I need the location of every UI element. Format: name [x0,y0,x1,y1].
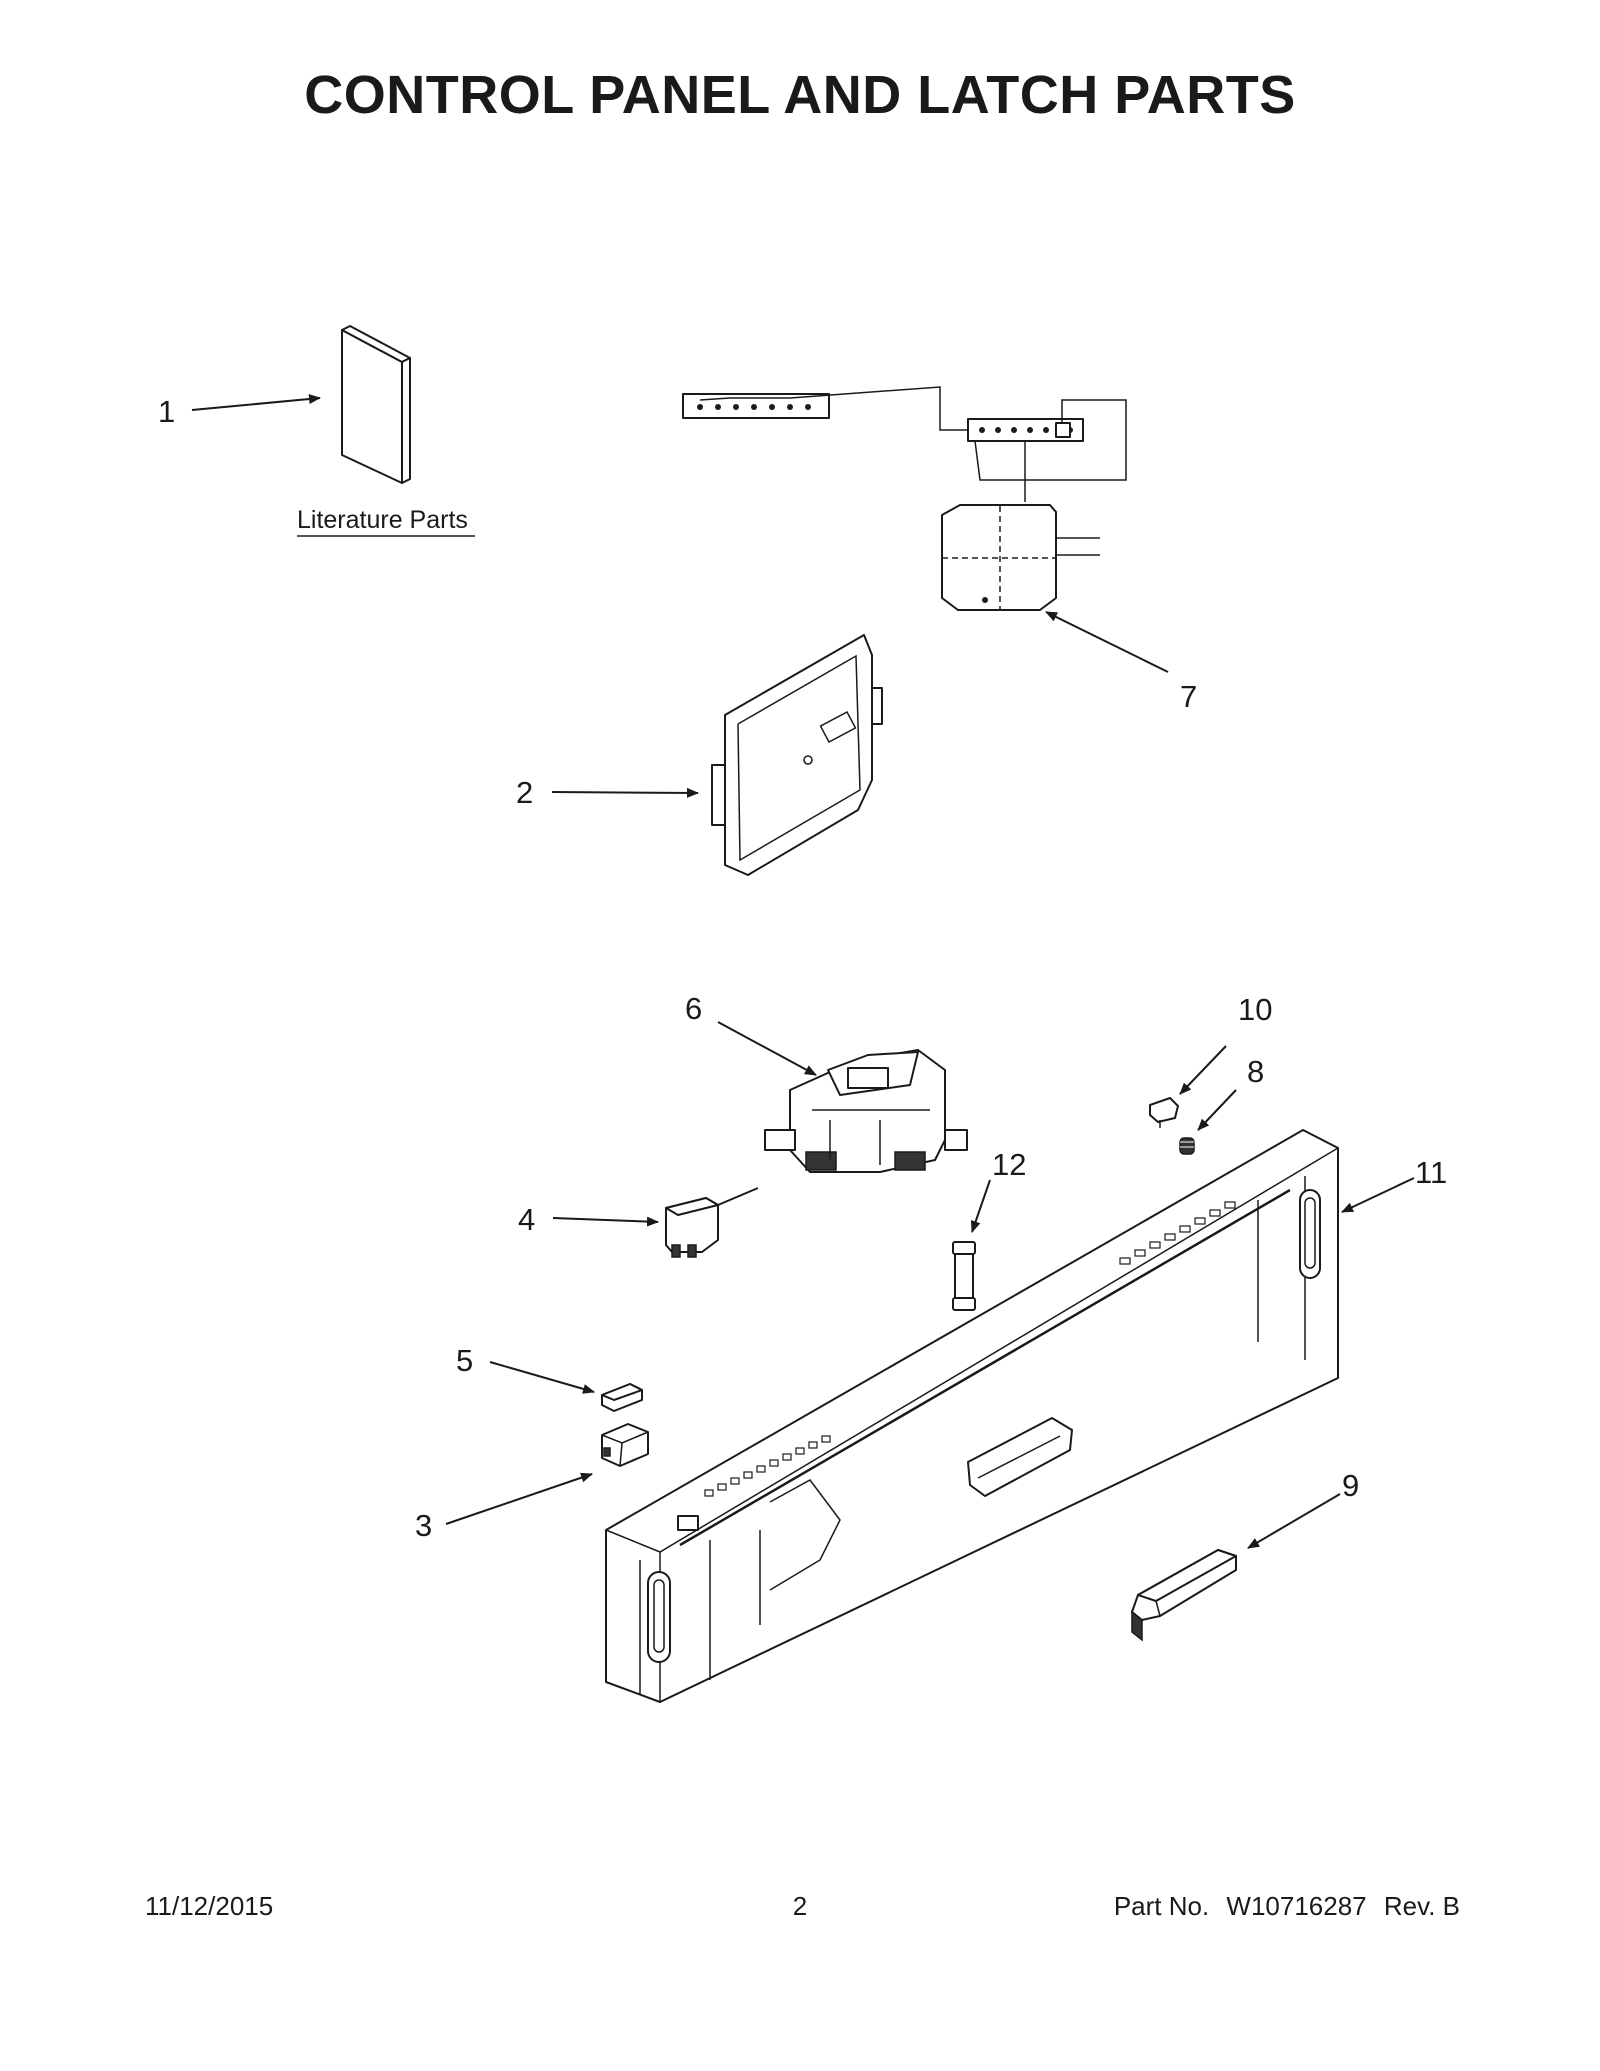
door-handle[interactable] [1131,1549,1237,1642]
callout-9[interactable]: 9 [1342,1468,1359,1503]
leader-4 [552,1216,659,1227]
part-number-label: Part No. [1113,1891,1210,1921]
leader-12 [970,1179,991,1233]
leader-9 [1247,1493,1341,1549]
latch-assembly[interactable] [764,1049,968,1173]
literature-parts-label[interactable]: Literature Parts [297,506,468,534]
footer-date: 11/12/2015 [145,1891,274,1921]
footer-part-number: Part No. W10716287 Rev. B [1104,1891,1460,1922]
revision-label: Rev. B [1383,1891,1460,1921]
page-title: CONTROL PANEL AND LATCH PARTS [304,65,1296,125]
callout-10[interactable]: 10 [1238,992,1272,1027]
fuse[interactable] [952,1241,976,1311]
callout-11[interactable]: 11 [1415,1155,1447,1190]
callout-4[interactable]: 4 [518,1202,535,1237]
door-switch[interactable] [665,1187,759,1258]
leader-6 [717,1021,817,1076]
leader-1 [191,394,321,411]
leader-11 [1341,1177,1415,1213]
spring[interactable] [1179,1137,1195,1155]
leader-5 [489,1361,595,1394]
leader-7 [1045,611,1169,673]
button-cap[interactable] [601,1383,643,1412]
leader-2 [551,787,699,798]
callout-7[interactable]: 7 [1180,679,1197,714]
callout-12[interactable]: 12 [992,1147,1026,1182]
footer-page-number: 2 [792,1891,808,1921]
control-panel[interactable] [605,1129,1339,1703]
callout-5[interactable]: 5 [456,1343,473,1378]
callout-1[interactable]: 1 [158,394,175,429]
leader-8 [1197,1089,1237,1131]
callout-3[interactable]: 3 [415,1508,432,1543]
leader-3 [445,1472,593,1525]
button-housing[interactable] [601,1423,649,1467]
callout-6[interactable]: 6 [685,991,702,1026]
wiring-harness[interactable] [682,386,1127,611]
clip[interactable] [1149,1097,1179,1128]
callout-2[interactable]: 2 [516,775,533,810]
main-control-board[interactable] [711,634,883,876]
part-number-value: W10716287 [1226,1891,1367,1921]
callout-8[interactable]: 8 [1247,1054,1264,1089]
literature-booklet[interactable] [341,325,411,484]
leader-10 [1179,1045,1227,1095]
